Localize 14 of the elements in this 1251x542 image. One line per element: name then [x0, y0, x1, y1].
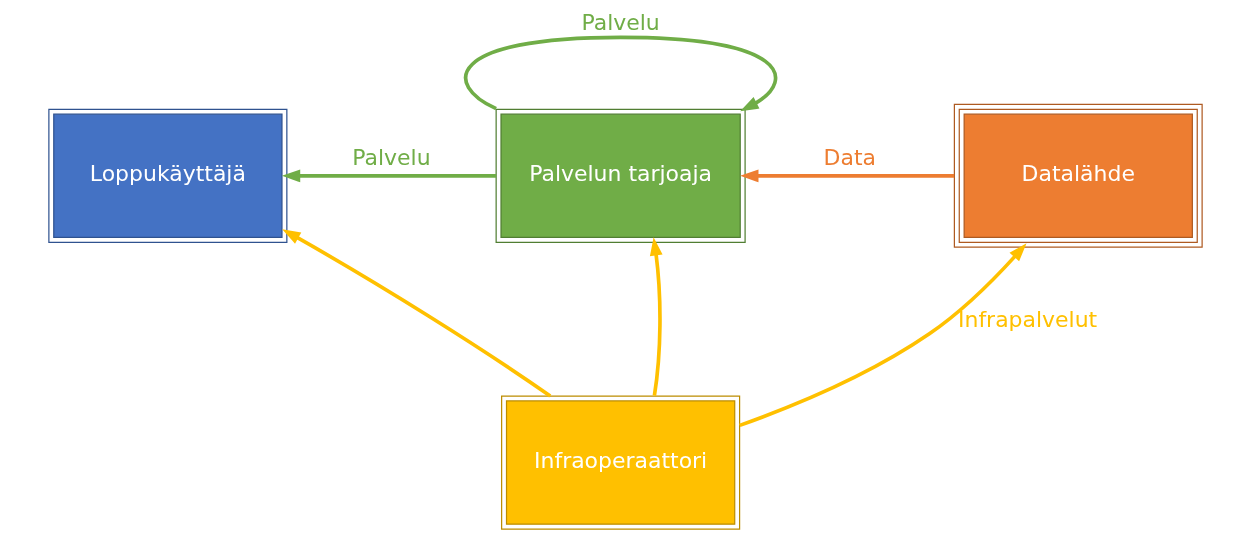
edge-label: Data	[823, 145, 876, 171]
edge-label: Infrapalvelut	[958, 307, 1098, 333]
arrow	[740, 169, 955, 183]
arrow	[464, 35, 778, 112]
arrow	[739, 243, 1027, 428]
arrow	[281, 169, 497, 183]
arrow	[282, 229, 552, 398]
node-box: Infraoperaattori	[501, 395, 741, 530]
arrow	[649, 237, 663, 396]
node-box: Palvelun tarjoaja	[495, 108, 746, 243]
edge-label: Palvelu	[581, 10, 660, 36]
node-box: Datalähde	[953, 103, 1203, 248]
node-box: Loppukäyttäjä	[48, 108, 288, 243]
edge-label: Palvelu	[352, 145, 431, 171]
